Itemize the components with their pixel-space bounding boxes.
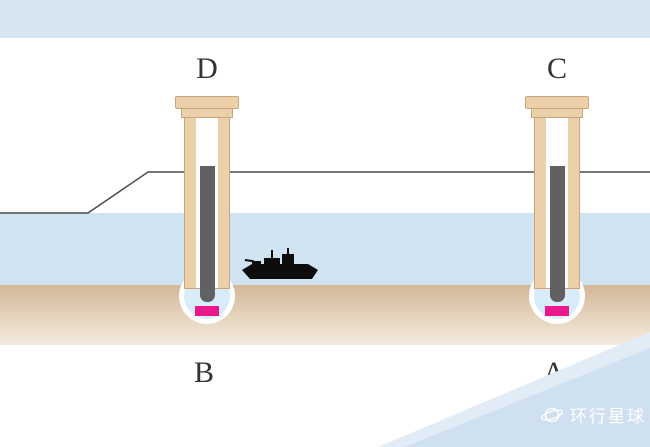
label-b: B (193, 356, 215, 389)
watermark-text: 环行星球 (570, 407, 646, 427)
sky-band (0, 0, 650, 38)
watermark: 环行星球 (540, 402, 646, 427)
planet-ring-logo-icon (540, 407, 564, 422)
label-c: C (546, 52, 568, 85)
piston-rod-left (200, 166, 215, 302)
label-d: D (196, 52, 218, 85)
piston-rod-right (550, 166, 565, 302)
